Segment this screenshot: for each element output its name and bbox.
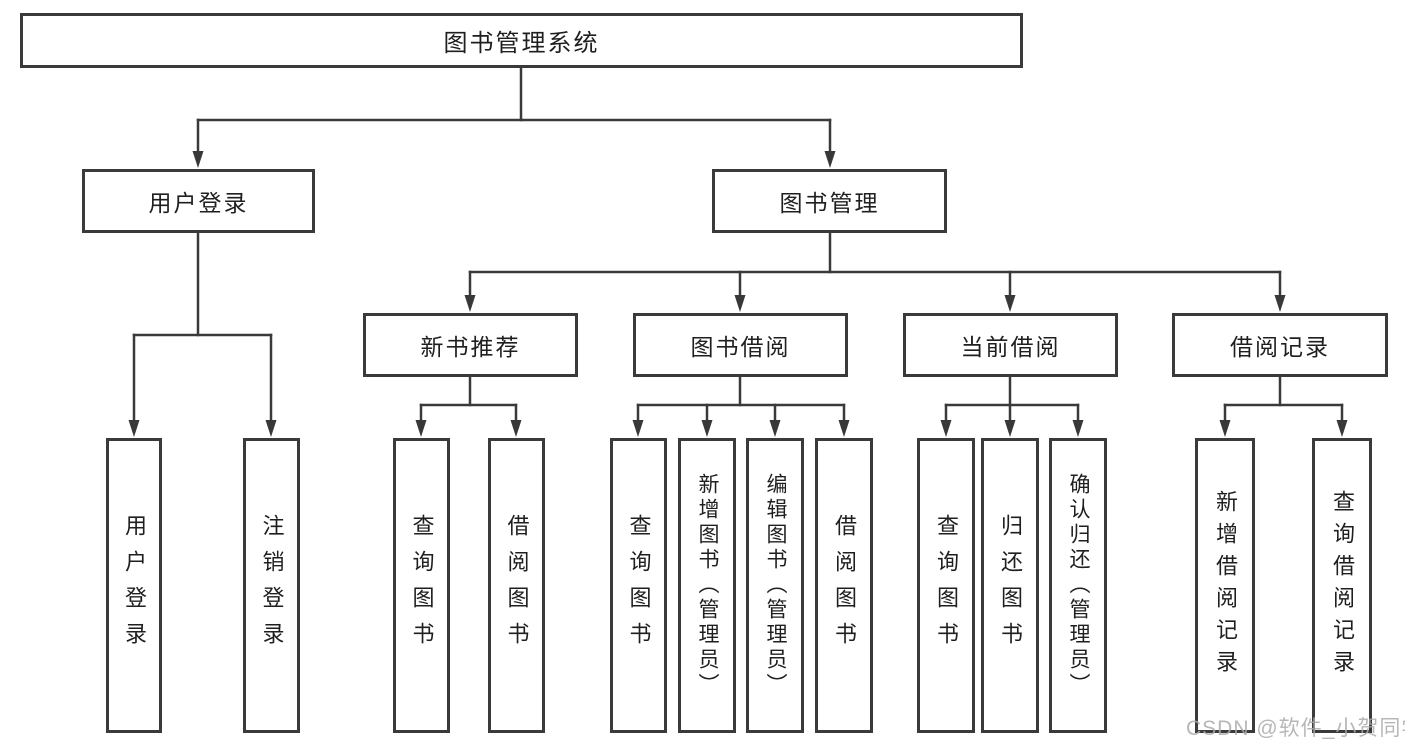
leaf-user-login-label: 用户登录: [122, 513, 147, 658]
node-book-management-label: 图书管理: [779, 190, 880, 216]
node-root-label: 图书管理系统: [443, 30, 600, 57]
leaf-return-books: 归还图书: [981, 438, 1039, 733]
node-book-management: 图书管理: [712, 169, 947, 233]
node-borrow-records-label: 借阅记录: [1230, 334, 1330, 360]
node-current-borrowing-label: 当前借阅: [960, 334, 1061, 360]
node-book-borrowing-label: 图书借阅: [690, 334, 791, 360]
node-new-book-recommend-label: 新书推荐: [420, 334, 521, 360]
leaf-add-borrow-record: 新增借阅记录: [1195, 438, 1255, 733]
leaf-borrow-books-recommend-label: 借阅图书: [504, 513, 530, 658]
node-user-login: 用户登录: [82, 169, 315, 233]
leaf-borrow-books-borrowing: 借阅图书: [815, 438, 873, 733]
node-user-login-label: 用户登录: [148, 190, 249, 216]
leaf-logout: 注销登录: [243, 438, 300, 733]
leaf-query-books-borrowing-label: 查询图书: [626, 513, 652, 658]
leaf-logout-label: 注销登录: [259, 513, 285, 658]
leaf-confirm-return-admin: 确认归还（管理员）: [1049, 438, 1107, 733]
node-book-borrowing: 图书借阅: [633, 313, 848, 377]
leaf-return-books-label: 归还图书: [998, 513, 1023, 658]
leaf-add-book-admin-label: 新增图书（管理员）: [696, 473, 719, 698]
leaf-user-login: 用户登录: [106, 438, 162, 733]
leaf-edit-book-admin-label: 编辑图书（管理员）: [764, 473, 787, 698]
node-new-book-recommend: 新书推荐: [363, 313, 578, 377]
leaf-add-borrow-record-label: 新增借阅记录: [1213, 489, 1238, 682]
node-borrow-records: 借阅记录: [1172, 313, 1388, 377]
leaf-edit-book-admin: 编辑图书（管理员）: [746, 438, 804, 733]
node-root: 图书管理系统: [20, 13, 1023, 68]
leaf-query-books-recommend-label: 查询图书: [409, 513, 435, 658]
csdn-watermark: CSDN @软件_小贺同学: [1186, 717, 1405, 740]
leaf-query-borrow-record: 查询借阅记录: [1312, 438, 1372, 733]
leaf-query-books-recommend: 查询图书: [393, 438, 450, 733]
leaf-borrow-books-borrowing-label: 借阅图书: [832, 513, 857, 658]
leaf-confirm-return-admin-label: 确认归还（管理员）: [1067, 473, 1090, 698]
leaf-query-books-current: 查询图书: [917, 438, 975, 733]
leaf-query-books-borrowing: 查询图书: [610, 438, 667, 733]
leaf-query-borrow-record-label: 查询借阅记录: [1330, 489, 1355, 682]
leaf-borrow-books-recommend: 借阅图书: [488, 438, 545, 733]
leaf-add-book-admin: 新增图书（管理员）: [678, 438, 736, 733]
leaf-query-books-current-label: 查询图书: [934, 513, 959, 658]
node-current-borrowing: 当前借阅: [903, 313, 1118, 377]
